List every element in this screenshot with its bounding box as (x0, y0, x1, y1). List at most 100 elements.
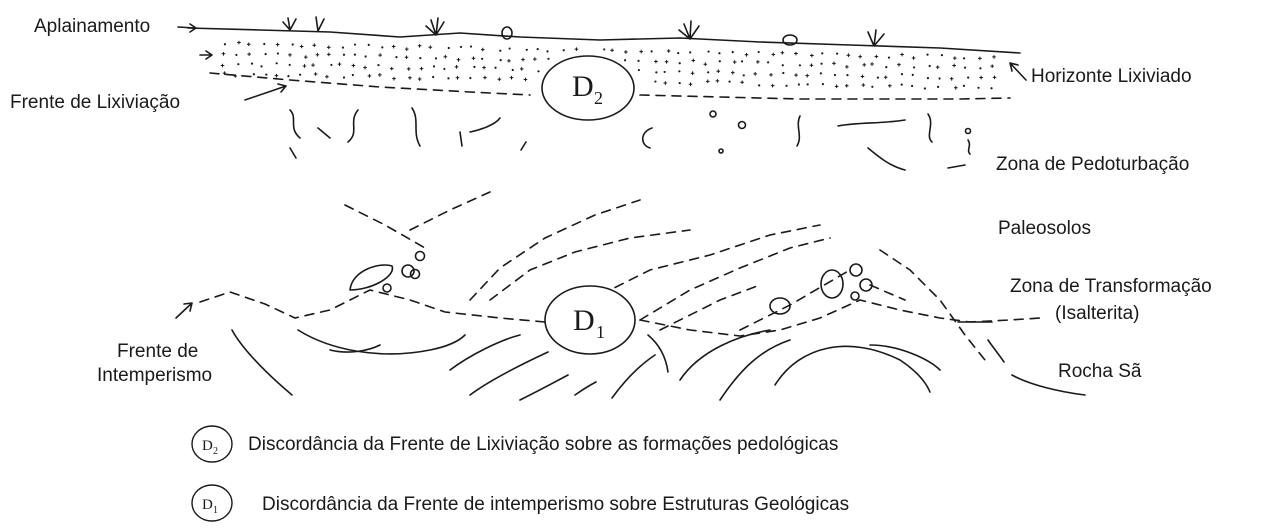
stipple-mark (304, 55, 308, 59)
stipple-mark (861, 83, 866, 87)
stipple-mark (341, 46, 345, 49)
stipple-mark (455, 76, 460, 80)
stipple-mark (315, 52, 320, 57)
stipple-mark (378, 53, 382, 57)
label-zona-pedoturbacao: Zona de Pedoturbação (996, 154, 1189, 175)
legend-d2-text: Discordância da Frente de Lixiviação sob… (248, 434, 838, 455)
stipple-mark (664, 59, 669, 64)
stipple-mark (408, 76, 412, 80)
stipple-mark (264, 53, 267, 56)
stipple-mark (900, 52, 904, 57)
legend: D 2 Discordância da Frente de Lixiviação… (191, 425, 849, 522)
svg-text:D: D (202, 438, 213, 454)
stipple-mark (888, 83, 892, 88)
stipple-mark (963, 66, 967, 69)
stipple-mark (663, 81, 668, 85)
stipple-mark (940, 54, 944, 57)
d2-letter: D (572, 70, 594, 103)
stipple-mark (287, 75, 290, 78)
stipple-mark (351, 63, 356, 68)
stipple-mark (689, 51, 692, 54)
stipple-mark (876, 76, 879, 79)
stipple-mark (820, 62, 823, 65)
stipple-mark (769, 73, 773, 77)
stipple-mark (447, 77, 450, 80)
stipple-mark (654, 59, 658, 64)
stipple-mark (260, 65, 263, 68)
stipple-mark (417, 77, 422, 81)
stipple-mark (885, 65, 888, 69)
stipple-mark (926, 76, 930, 80)
stipple-mark (246, 42, 251, 47)
stipple-mark (874, 54, 879, 59)
stipple-mark (992, 75, 997, 80)
stipple-mark (525, 48, 528, 51)
stipple-mark (785, 84, 788, 87)
stipple-mark (381, 46, 384, 49)
stipple-mark (897, 62, 901, 67)
saprolite-boulders (349, 250, 873, 315)
stipple-mark (666, 49, 671, 53)
stipple-mark (883, 75, 888, 80)
stipple-mark (247, 52, 251, 56)
stipple-mark (663, 70, 666, 74)
stipple-mark (967, 76, 970, 79)
stipple-mark (419, 57, 422, 60)
stipple-mark (419, 66, 424, 71)
stipple-mark (311, 63, 315, 67)
stipple-mark (342, 53, 346, 56)
stipple-mark (900, 83, 903, 86)
stipple-mark (707, 71, 710, 74)
stipple-mark (860, 74, 865, 79)
stipple-mark (691, 58, 696, 63)
label-zona-transformacao: Zona de Transformação (1010, 276, 1212, 297)
stipple-mark (235, 53, 238, 57)
paleosols-dashes (344, 191, 986, 361)
stipple-mark (678, 62, 681, 65)
stipple-mark (377, 63, 380, 67)
stipple-mark (731, 70, 735, 75)
stipple-mark (521, 57, 525, 62)
stipple-mark (459, 45, 463, 49)
stipple-mark (677, 51, 680, 55)
stipple-mark (797, 83, 800, 86)
stipple-mark (654, 80, 657, 83)
stipple-mark (949, 76, 954, 81)
stipple-mark (353, 53, 357, 56)
stipple-mark (962, 84, 966, 87)
stipple-mark (836, 52, 839, 55)
stipple-mark (821, 82, 825, 86)
stipple-mark (313, 72, 318, 76)
stipple-mark (536, 48, 539, 51)
stipple-mark (718, 60, 721, 63)
stipple-mark (275, 62, 278, 65)
weathering-front-line (175, 289, 1041, 337)
stipple-mark (954, 85, 958, 90)
stipple-mark (327, 52, 331, 57)
stipple-mark (928, 64, 931, 68)
label-paleosolos: Paleosolos (998, 218, 1091, 239)
stipple-mark (846, 53, 851, 58)
stipple-mark (367, 74, 372, 78)
stipple-mark (537, 70, 540, 73)
stipple-mark (456, 57, 461, 62)
stipple-mark (519, 67, 524, 71)
stipple-mark (794, 51, 798, 56)
stipple-mark (992, 55, 996, 59)
stipple-mark (690, 71, 695, 76)
stipple-mark (325, 74, 329, 79)
stipple-mark (926, 53, 929, 56)
stipple-mark (731, 50, 734, 54)
stipple-mark (757, 50, 760, 54)
planation-surface (177, 16, 1021, 54)
stipple-mark (655, 71, 658, 74)
stipple-mark (265, 73, 268, 76)
stipple-mark (923, 87, 926, 90)
stipple-mark (364, 55, 367, 58)
stipple-mark (480, 47, 485, 52)
stipple-mark (952, 63, 956, 68)
stipple-mark (887, 56, 891, 59)
stipple-mark (312, 43, 317, 48)
stipple-mark (337, 62, 342, 66)
